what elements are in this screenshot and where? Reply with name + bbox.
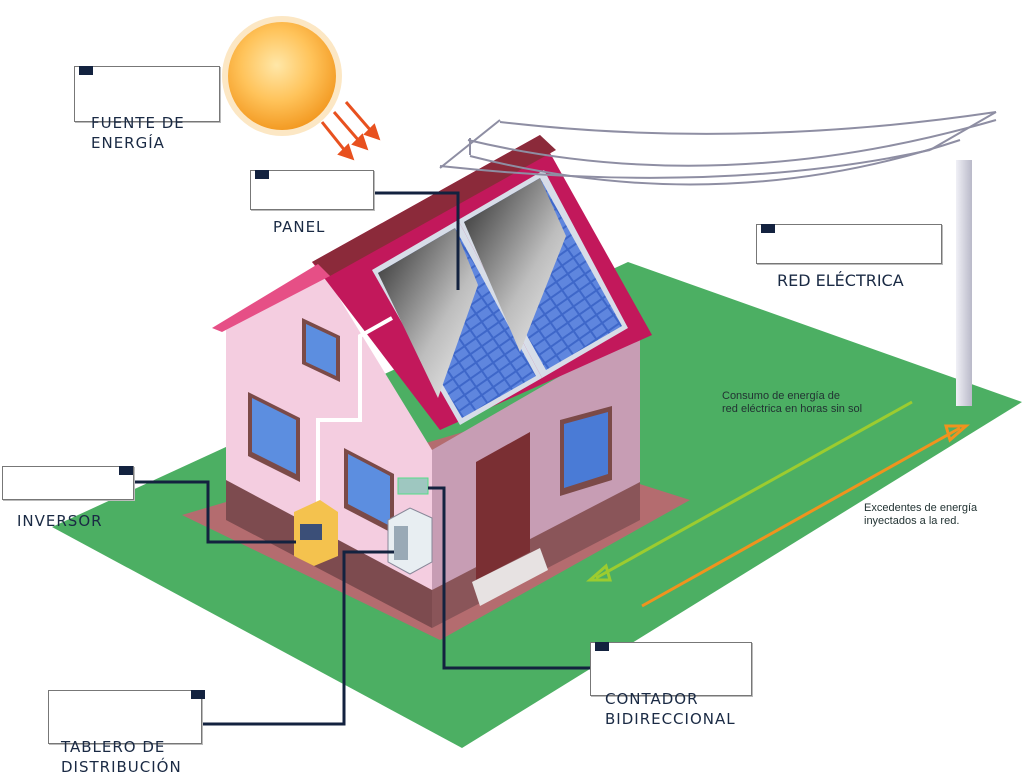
tablero-label: TABLERO DE DISTRIBUCIÓN — [48, 690, 205, 776]
label-tab-icon — [119, 466, 133, 475]
label-tab-icon — [595, 642, 609, 651]
inversor-text: INVERSOR — [17, 512, 103, 530]
label-tab-icon — [191, 690, 205, 699]
label-tab-icon — [79, 66, 93, 75]
consumo-note: Consumo de energía de red eléctrica en h… — [722, 390, 863, 415]
red-electrica-text: RED ELÉCTRICA — [777, 271, 904, 290]
roof-eave-front — [212, 264, 330, 332]
consumo-arrow — [586, 400, 913, 582]
red-electrica-label: RED ELÉCTRICA — [756, 224, 942, 290]
label-tab-icon — [255, 170, 269, 179]
fuente-de-energia-label: FUENTE DE ENERGÍA — [74, 66, 220, 152]
inverter-device — [294, 500, 338, 566]
inversor-leader — [134, 480, 296, 544]
window-side — [560, 406, 612, 496]
power-lines — [439, 111, 997, 186]
excedentes-arrow — [641, 424, 970, 608]
conduit-cable — [316, 316, 393, 515]
sun-rays-arrows — [320, 101, 381, 161]
solar-panel-left — [372, 220, 542, 425]
fuente-de-energia-text: FUENTE DE ENERGÍA — [91, 114, 185, 152]
contador-text: CONTADOR BIDIRECCIONAL — [605, 690, 736, 728]
window-left — [248, 392, 300, 482]
panel-label: PANEL — [250, 170, 374, 236]
contador-label: CONTADOR BIDIRECCIONAL — [590, 642, 752, 728]
tablero-leader — [202, 550, 394, 726]
solar-panel-right — [458, 170, 628, 378]
tablero-text: TABLERO DE DISTRIBUCIÓN — [61, 738, 182, 776]
solar-system-diagram — [52, 16, 1022, 748]
utility-pole — [956, 160, 972, 406]
panel-leader — [372, 191, 460, 290]
door — [476, 432, 530, 580]
bidirectional-meter — [397, 477, 429, 495]
contador-leader — [428, 486, 590, 670]
distribution-board — [387, 507, 433, 575]
window-upper — [302, 318, 340, 382]
inversor-label: INVERSOR — [2, 466, 134, 530]
sun-icon — [222, 16, 342, 136]
door-step — [472, 548, 548, 606]
window-right — [344, 448, 394, 534]
panel-text: PANEL — [273, 218, 326, 236]
excedentes-note: Excedentes de energía inyectados a la re… — [864, 502, 978, 527]
label-tab-icon — [761, 224, 775, 233]
